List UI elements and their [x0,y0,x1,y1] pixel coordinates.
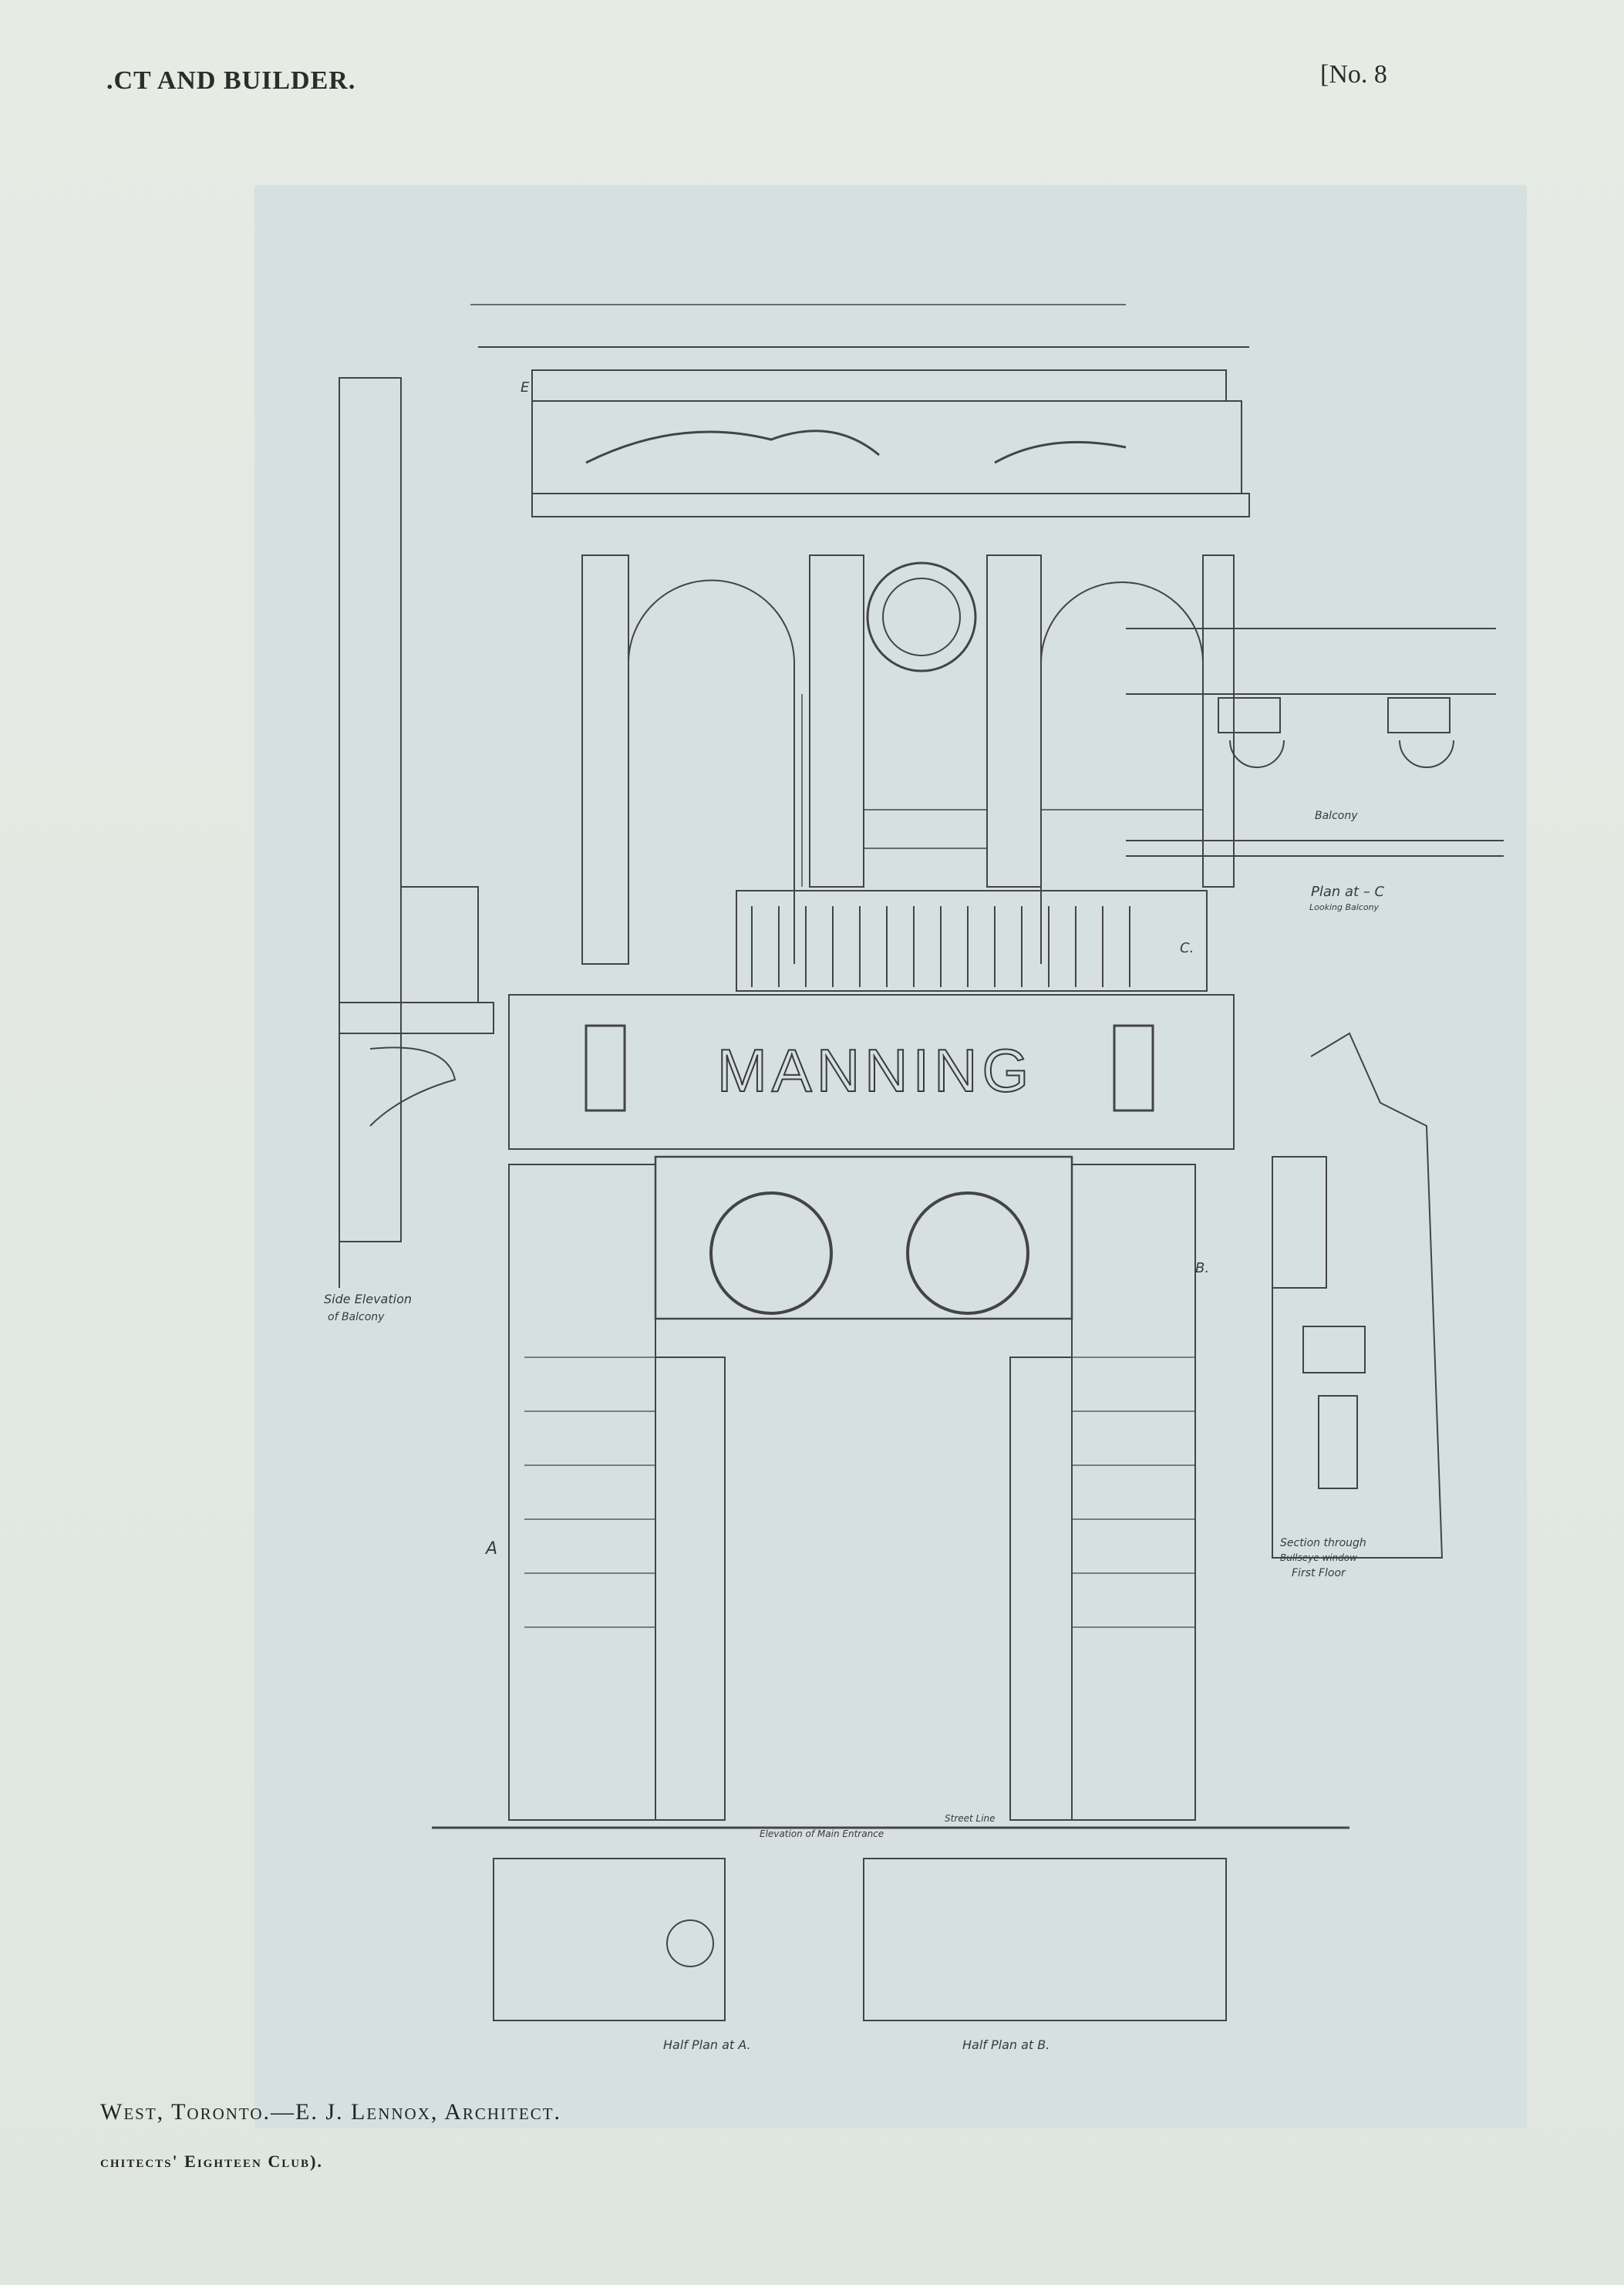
signage-text: MANNING [717,1036,1033,1104]
label-side-elevation: Side Elevation [324,1292,412,1306]
label-side-elevation-sub: of Balcony [328,1311,385,1323]
marker-b: B. [1195,1260,1209,1276]
label-balcony: Balcony [1315,810,1358,822]
label-half-plan-a: Half Plan at A. [663,2037,751,2052]
marker-a: A [484,1539,497,1559]
label-section-through: Section through [1280,1537,1366,1549]
issue-number: [No. 8 [1320,60,1387,89]
label-street-line: Street Line [945,1813,996,1824]
running-header: .CT AND BUILDER. [106,66,356,95]
marker-c: C. [1180,940,1194,956]
plate-caption: West, Toronto.—E. J. Lennox, Architect. [100,2099,562,2125]
label-elevation-main-entrance: Elevation of Main Entrance [760,1828,884,1839]
label-plan-at-c-sub: Looking Balcony [1309,902,1380,912]
label-section-through-3: First Floor [1292,1567,1346,1579]
plate-caption-credit: chitects' Eighteen Club). [100,2152,323,2171]
label-half-plan-b: Half Plan at B. [962,2037,1050,2052]
label-plan-at-c: Plan at – C [1311,884,1385,900]
label-section-through-2: Bullseye window [1280,1552,1357,1563]
marker-e: E [521,379,530,396]
